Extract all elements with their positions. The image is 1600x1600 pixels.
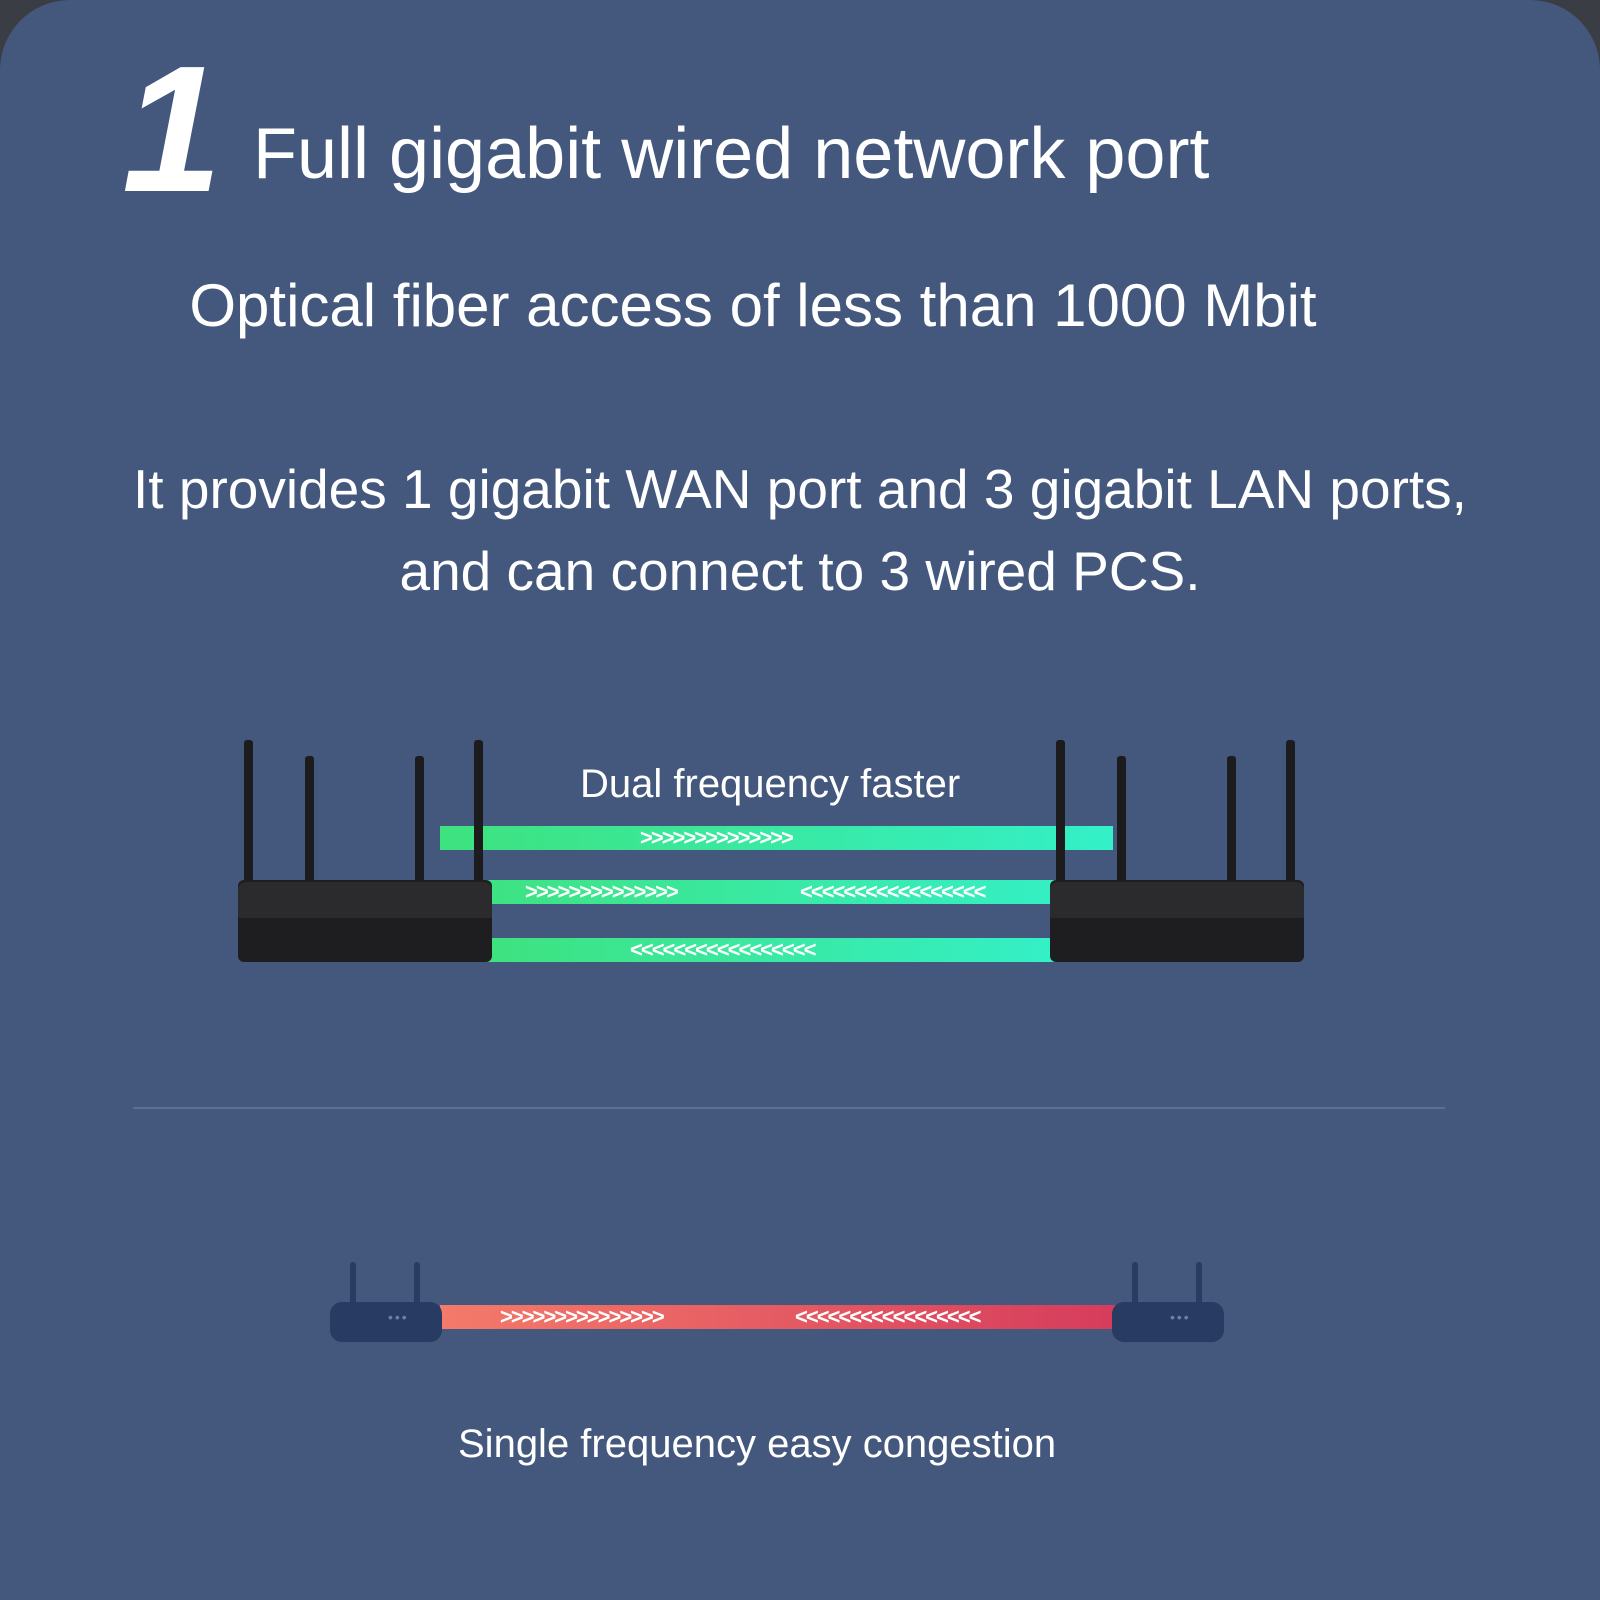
arrows-right: >>>>>>>>>>>>>>>: [500, 1304, 665, 1329]
feature-subtitle: Optical fiber access of less than 1000 M…: [189, 272, 1317, 339]
mini-router-left-icon: •••: [330, 1262, 442, 1342]
arrows-left: <<<<<<<<<<<<<<<<<: [795, 1304, 981, 1329]
arrows-left: <<<<<<<<<<<<<<<<<: [630, 937, 816, 962]
dual-band-bar-1: >>>>>>>>>>>>>>: [440, 826, 1113, 850]
router-right-icon: [1050, 740, 1304, 962]
dual-band-bar-2: >>>>>>>>>>>>>> <<<<<<<<<<<<<<<<<: [455, 880, 1090, 904]
feature-description: It provides 1 gigabit WAN port and 3 gig…: [0, 448, 1600, 612]
arrows-right: >>>>>>>>>>>>>>: [640, 825, 794, 850]
single-band-label: Single frequency easy congestion: [458, 1422, 1057, 1466]
mini-router-right-icon: •••: [1112, 1262, 1224, 1342]
single-band-bar: >>>>>>>>>>>>>>> <<<<<<<<<<<<<<<<<: [440, 1305, 1115, 1329]
feature-title: Full gigabit wired network port: [253, 114, 1210, 194]
arrows-right: >>>>>>>>>>>>>>: [525, 879, 679, 904]
arrows-left: <<<<<<<<<<<<<<<<<: [800, 879, 986, 904]
dual-band-bar-3: <<<<<<<<<<<<<<<<<: [485, 938, 1060, 962]
feature-number: 1: [122, 29, 223, 230]
description-text: It provides 1 gigabit WAN port and 3 gig…: [133, 458, 1467, 602]
dual-band-label: Dual frequency faster: [580, 762, 961, 806]
router-left-icon: [238, 740, 492, 962]
section-divider: [133, 1107, 1445, 1109]
